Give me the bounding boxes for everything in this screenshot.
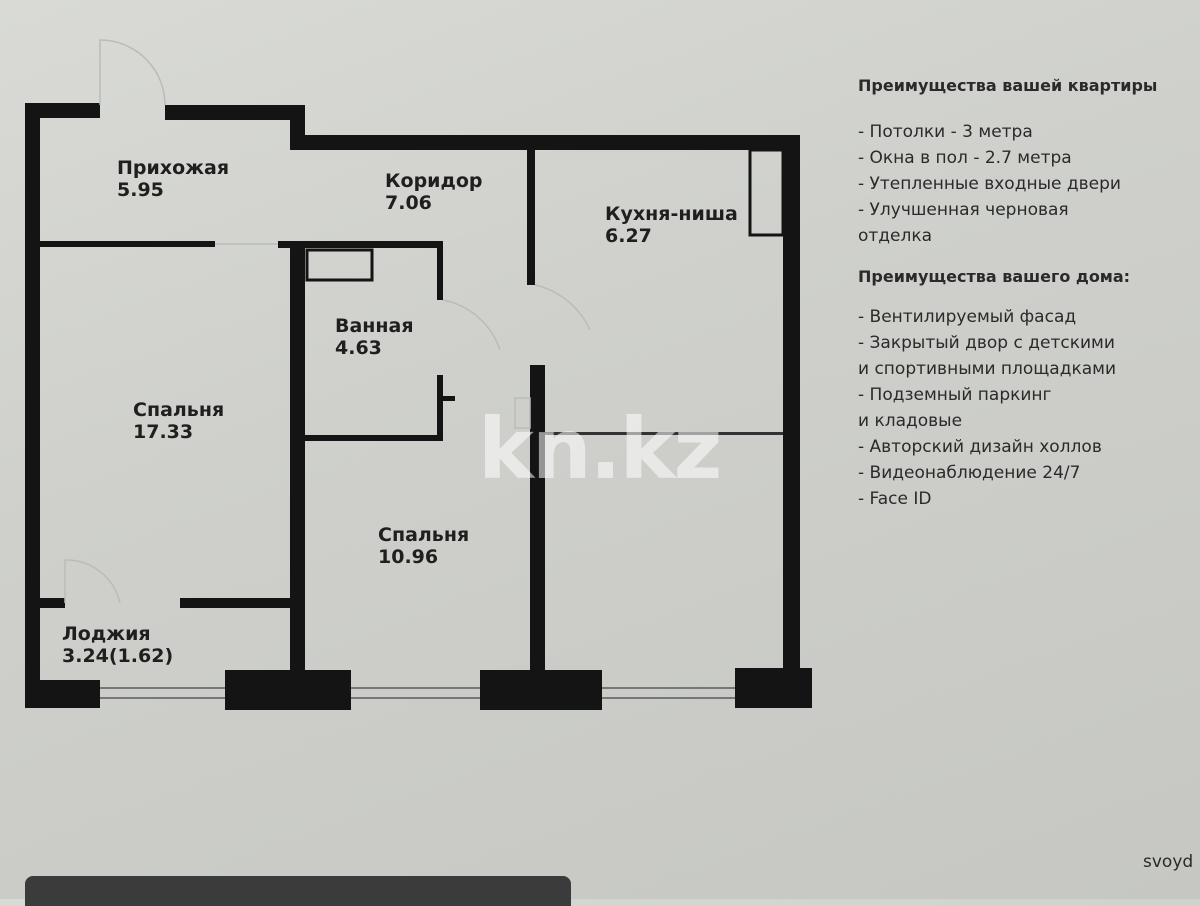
room-name: Прихожая [117, 157, 230, 179]
room-name: Спальня [378, 524, 470, 546]
room-area: 3.24(1.62) [62, 645, 174, 667]
room-name: Спальня [133, 399, 225, 421]
list-item: - Видеонаблюдение 24/7 [858, 463, 1081, 483]
benefits-panel: Преимущества вашей квартиры - Потолки - … [858, 76, 1200, 512]
walls [25, 103, 812, 710]
room-name: Ванная [335, 315, 414, 337]
list-item: - Окна в пол - 2.7 метра [858, 148, 1072, 168]
kitchen-divider [545, 432, 783, 435]
list-item: - Face ID [858, 489, 932, 509]
room-area: 10.96 [378, 546, 439, 568]
windows [100, 687, 735, 699]
list-item: - Улучшенная черновая [858, 200, 1069, 220]
room-name: Кухня-ниша [605, 203, 738, 225]
room-name: Лоджия [62, 623, 151, 645]
list-item: - Авторский дизайн холлов [858, 437, 1102, 457]
watermark: kn.kz [478, 400, 722, 498]
room-name: Коридор [385, 170, 483, 192]
list-item: и кладовые [858, 411, 963, 431]
apartment-benefits-title: Преимущества вашей квартиры [858, 76, 1158, 95]
list-item: - Подземный паркинг [858, 385, 1052, 405]
room-area: 5.95 [117, 179, 164, 201]
list-item: - Утепленные входные двери [858, 174, 1121, 194]
room-area: 6.27 [605, 225, 652, 247]
list-item: - Закрытый двор с детскими [858, 333, 1115, 353]
room-area: 17.33 [133, 421, 194, 443]
list-item: и спортивными площадками [858, 359, 1117, 379]
room-area: 7.06 [385, 192, 432, 214]
door-swings [64, 39, 591, 604]
building-benefits-list: - Вентилируемый фасад - Закрытый двор с … [858, 304, 1200, 512]
list-item: отделка [858, 226, 933, 246]
apartment-benefits-list: - Потолки - 3 метра - Окна в пол - 2.7 м… [858, 119, 1200, 249]
bottom-bar [25, 876, 571, 906]
building-benefits-title: Преимущества вашего дома: [858, 267, 1131, 286]
list-item: - Потолки - 3 метра [858, 122, 1033, 142]
brand-text: svoyd [1143, 852, 1194, 872]
room-area: 4.63 [335, 337, 382, 359]
list-item: - Вентилируемый фасад [858, 307, 1077, 327]
